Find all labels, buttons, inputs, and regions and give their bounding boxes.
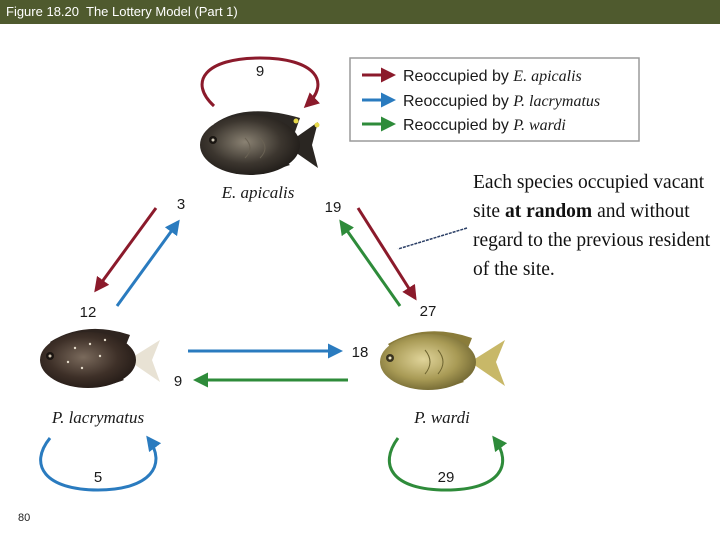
count-apicalis-to-wardi: 27 xyxy=(420,303,437,320)
count-p-wardi-self: 29 xyxy=(438,469,455,486)
count-lacrymatus-to-apicalis: 3 xyxy=(177,196,185,213)
slide-number: 80 xyxy=(18,512,30,524)
svg-text:Reoccupied by P. wardi: Reoccupied by P. wardi xyxy=(403,117,566,134)
svg-text:Reoccupied by P. lacrymatus: Reoccupied by P. lacrymatus xyxy=(403,93,600,110)
label-p-lacrymatus: P. lacrymatus xyxy=(51,408,145,427)
legend-prefix: Reoccupied by xyxy=(403,117,513,134)
caption-bold: at random xyxy=(505,201,592,222)
legend-species: E. apicalis xyxy=(512,68,581,85)
arrow-lacrymatus-to-apicalis xyxy=(117,222,178,306)
fish-p-wardi xyxy=(380,331,505,390)
arrow-wardi-to-apicalis xyxy=(341,222,400,306)
legend: Reoccupied by E. apicalis Reoccupied by … xyxy=(350,58,639,141)
arrow-apicalis-to-lacrymatus xyxy=(96,208,156,290)
label-p-wardi: P. wardi xyxy=(413,408,470,427)
svg-text:Reoccupied by E. apicalis: Reoccupied by E. apicalis xyxy=(403,68,582,85)
caption-text: Each species occupied vacant site at ran… xyxy=(473,168,713,284)
fish-e-apicalis xyxy=(200,111,320,175)
caption-pointer-line xyxy=(398,228,467,249)
legend-species: P. lacrymatus xyxy=(512,93,600,110)
count-wardi-to-apicalis: 19 xyxy=(325,199,342,216)
legend-species: P. wardi xyxy=(512,117,565,134)
count-e-apicalis-self: 9 xyxy=(256,63,264,80)
fish-p-lacrymatus xyxy=(40,329,160,388)
count-apicalis-to-lacrymatus: 12 xyxy=(80,304,97,321)
legend-prefix: Reoccupied by xyxy=(403,68,513,85)
count-p-lacrymatus-self: 5 xyxy=(94,469,102,486)
legend-prefix: Reoccupied by xyxy=(403,93,513,110)
count-wardi-to-lacrymatus: 9 xyxy=(174,373,182,390)
count-lacrymatus-to-wardi: 18 xyxy=(352,344,369,361)
label-e-apicalis: E. apicalis xyxy=(221,183,295,202)
